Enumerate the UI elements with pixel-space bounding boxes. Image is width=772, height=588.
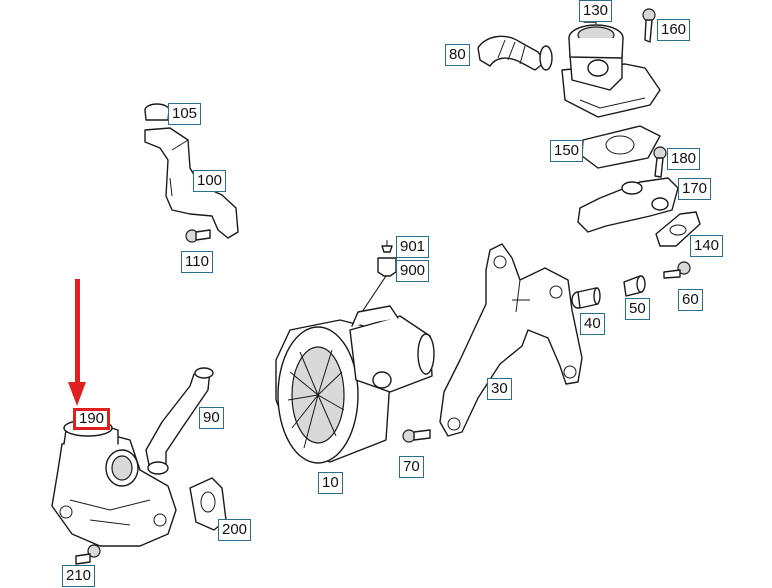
part-50-pin[interactable] [623,275,646,297]
part-170-bracket[interactable] [577,177,679,233]
part-210-screw[interactable] [75,544,101,565]
label-110[interactable]: 110 [181,251,213,273]
part-130-valve[interactable] [561,7,661,118]
part-30-bracket[interactable] [439,243,583,437]
label-40[interactable]: 40 [580,313,605,335]
label-80[interactable]: 80 [445,44,470,66]
label-190-highlighted[interactable]: 190 [73,408,111,430]
label-901[interactable]: 901 [396,236,430,258]
label-50[interactable]: 50 [625,298,650,320]
label-900[interactable]: 900 [396,260,430,282]
highlight-arrow-shaft [75,279,80,385]
part-180-screw[interactable] [653,146,667,178]
part-160-screw[interactable] [642,8,656,43]
label-90[interactable]: 90 [199,407,224,429]
label-130[interactable]: 130 [579,0,613,22]
part-901-clip[interactable] [381,240,393,253]
part-105-cap[interactable] [144,103,170,121]
part-60-screw[interactable] [663,261,691,279]
label-170[interactable]: 170 [678,178,712,200]
part-900-connector[interactable] [377,257,397,277]
part-140-gasket[interactable] [655,211,701,247]
part-80-hose[interactable] [477,35,553,71]
label-60[interactable]: 60 [678,289,703,311]
label-150[interactable]: 150 [550,140,584,162]
part-100-bracket[interactable] [144,127,239,239]
label-180[interactable]: 180 [667,148,701,170]
label-140[interactable]: 140 [690,235,724,257]
part-70-screw[interactable] [402,429,431,443]
label-100[interactable]: 100 [193,170,227,192]
part-10-air-pump[interactable] [275,305,435,464]
part-90-pipe[interactable] [145,367,214,475]
part-40-bushing[interactable] [571,287,601,309]
label-105[interactable]: 105 [168,103,202,125]
label-160[interactable]: 160 [657,19,691,41]
part-150-gasket[interactable] [581,125,661,169]
part-110-screw[interactable] [185,229,211,243]
label-30[interactable]: 30 [487,378,512,400]
highlight-arrow-head [68,382,86,406]
label-200[interactable]: 200 [218,519,252,541]
label-70[interactable]: 70 [399,456,424,478]
label-210[interactable]: 210 [62,565,96,587]
label-10[interactable]: 10 [318,472,343,494]
